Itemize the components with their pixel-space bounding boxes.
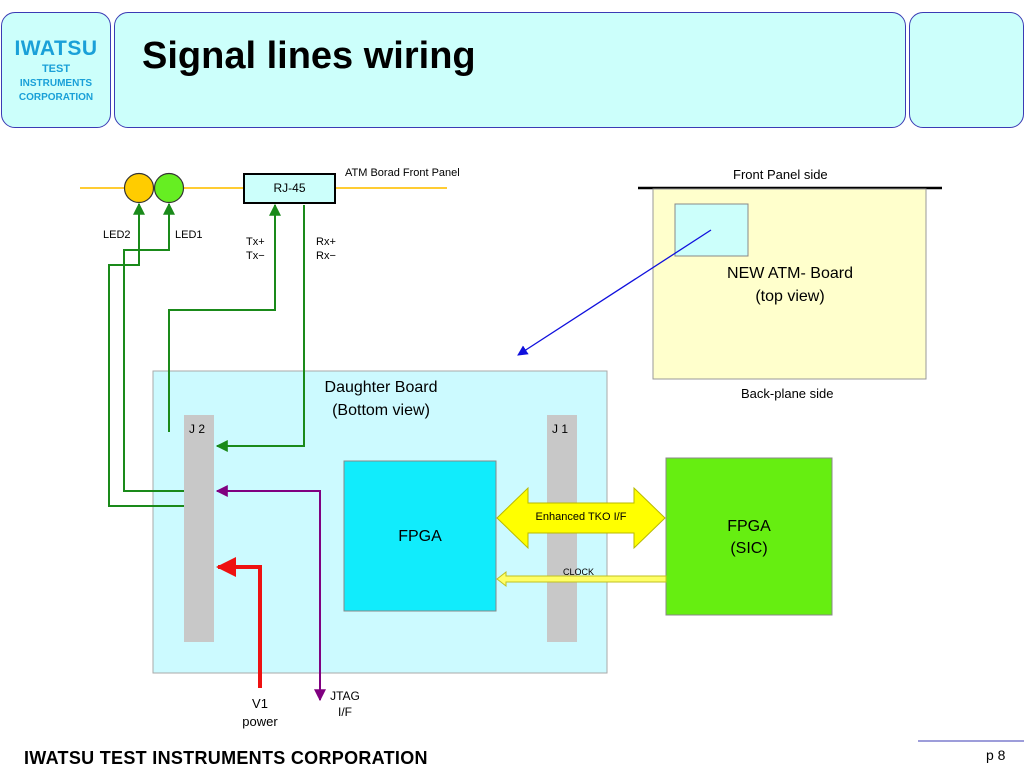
header-right-box xyxy=(909,12,1024,128)
title-box: Signal lines wiring xyxy=(114,12,906,128)
clock-arrow xyxy=(496,570,667,588)
view-arrow xyxy=(517,229,712,356)
led1-label: LED1 xyxy=(175,229,203,241)
atm-board-slot xyxy=(674,203,749,257)
rx-label: Rx+ Rx− xyxy=(316,236,336,262)
led2-label: LED2 xyxy=(103,229,131,241)
logo-line1: IWATSU xyxy=(14,37,98,60)
front-panel-side-label: Front Panel side xyxy=(733,167,828,182)
jtag-label: JTAG I/F xyxy=(330,689,360,719)
tx-label: Tx+ Tx− xyxy=(246,236,265,262)
logo-line4: CORPORATION xyxy=(18,92,94,103)
j1-label: J 1 xyxy=(552,422,569,436)
v1-power-label: V1 power xyxy=(242,696,278,729)
footer-company: IWATSU TEST INSTRUMENTS CORPORATION xyxy=(24,748,428,768)
clock-label: CLOCK xyxy=(563,567,595,577)
jtag-wire xyxy=(215,485,326,702)
logo-line2: TEST xyxy=(41,63,71,75)
led1-wire xyxy=(123,202,184,492)
rj45-box xyxy=(243,173,336,204)
tx-wire xyxy=(168,203,281,432)
enhanced-tko-arrow xyxy=(496,486,666,550)
rj45-label: RJ-45 xyxy=(273,181,306,195)
logo-line3: INSTRUMENTS xyxy=(19,78,93,89)
fpga-chip xyxy=(343,460,497,612)
led2-wire xyxy=(108,202,184,507)
led2-light xyxy=(123,172,155,204)
led1-light xyxy=(153,172,185,204)
fpga-sic-label: FPGA (SIC) xyxy=(727,518,771,557)
page-number: p 8 xyxy=(986,747,1006,763)
fpga-sic-chip xyxy=(665,457,833,616)
atm-board-label: NEW ATM- Board (top view) xyxy=(727,265,853,305)
front-panel-label: ATM Borad Front Panel xyxy=(345,167,460,179)
rx-wire xyxy=(215,205,305,452)
daughter-board-label: Daughter Board (Bottom view) xyxy=(324,379,438,419)
backplane-side-label: Back-plane side xyxy=(741,386,834,401)
j2-connector xyxy=(184,415,214,642)
power-wire xyxy=(216,557,262,688)
enhanced-tko-label: Enhanced TKO I/F xyxy=(535,511,627,523)
j2-label: J 2 xyxy=(189,422,206,436)
slide-title: Signal lines wiring xyxy=(142,35,476,77)
company-logo: IWATSU TEST INSTRUMENTS CORPORATION xyxy=(1,12,111,128)
fpga-label: FPGA xyxy=(398,528,442,545)
